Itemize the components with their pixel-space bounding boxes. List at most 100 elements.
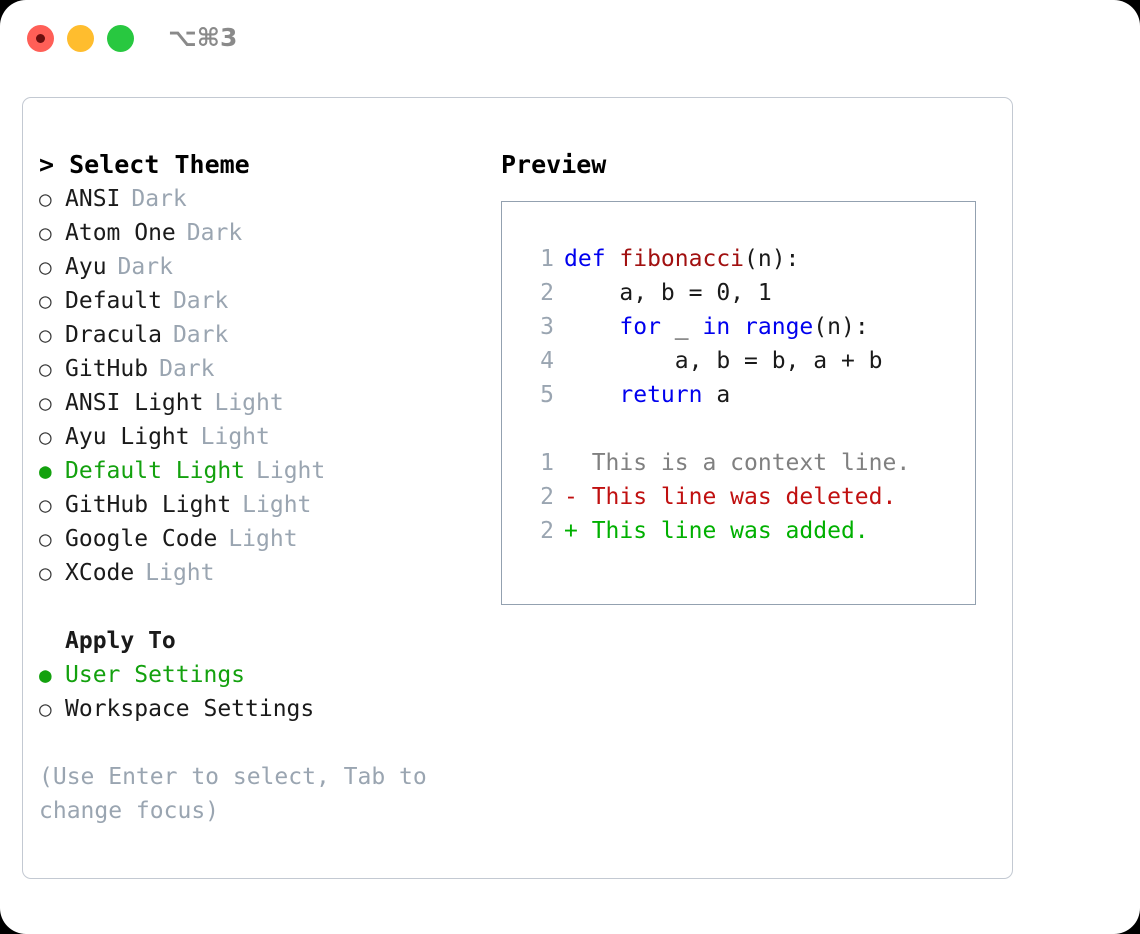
code-token: [564, 378, 619, 412]
diff-text: + This line was added.: [564, 518, 869, 544]
theme-name: Dracula: [65, 322, 162, 348]
code-token: a, b = 0, 1: [564, 280, 772, 306]
window-controls: [27, 25, 134, 52]
line-number: 4: [540, 348, 554, 374]
theme-list-item[interactable]: ○ GitHub Light Light: [39, 488, 489, 522]
theme-variant-tag: Dark: [186, 220, 243, 246]
theme-list-item[interactable]: ○ GitHub Dark: [39, 352, 489, 386]
radio-unselected-icon[interactable]: ○: [39, 493, 52, 517]
theme-list-item[interactable]: ○ Atom One Dark: [39, 216, 489, 250]
line-number: 1: [540, 246, 554, 272]
radio-unselected-icon[interactable]: ○: [39, 255, 52, 279]
radio-unselected-icon[interactable]: ○: [39, 323, 52, 347]
theme-variant-tag: Light: [228, 526, 298, 552]
theme-list-item[interactable]: ○ ANSI Light Light: [39, 386, 489, 420]
line-number: 2: [540, 484, 554, 510]
theme-variant-tag: Light: [145, 560, 215, 586]
code-token: range: [744, 314, 814, 340]
code-line: 5 return a: [520, 378, 975, 412]
maximize-button[interactable]: [107, 25, 134, 52]
line-number: 2: [540, 518, 554, 544]
preview-gap: [520, 412, 975, 446]
apply-to-label: User Settings: [65, 662, 246, 688]
title-bar: ⌥⌘3: [0, 0, 1140, 78]
theme-list-item[interactable]: ○ Ayu Dark: [39, 250, 489, 284]
radio-unselected-icon[interactable]: ○: [39, 221, 52, 245]
radio-unselected-icon[interactable]: ○: [39, 187, 52, 211]
radio-selected-icon[interactable]: ●: [39, 459, 52, 483]
theme-variant-tag: Dark: [159, 356, 215, 382]
code-token: a, b = b, a + b: [564, 348, 883, 374]
radio-unselected-icon[interactable]: ○: [39, 391, 52, 415]
radio-unselected-icon[interactable]: ○: [39, 289, 52, 313]
radio-unselected-icon[interactable]: ○: [39, 697, 52, 721]
apply-to-list: ● User Settings ○ Workspace Settings: [39, 658, 489, 726]
radio-unselected-icon[interactable]: ○: [39, 357, 52, 381]
theme-list-item[interactable]: ○ Google Code Light: [39, 522, 489, 556]
diff-line: 1 This is a context line.: [520, 446, 975, 480]
diff-line: 2 - This line was deleted.: [520, 480, 975, 514]
code-token: def: [564, 246, 620, 272]
theme-name: GitHub Light: [65, 492, 232, 518]
theme-variant-tag: Light: [242, 492, 312, 518]
code-token: a: [702, 382, 731, 408]
apply-to-item[interactable]: ○ Workspace Settings: [39, 692, 489, 726]
line-number: 1: [540, 450, 554, 476]
theme-variant-tag: Dark: [117, 254, 173, 280]
apply-to-item[interactable]: ● User Settings: [39, 658, 489, 692]
diff-text: - This line was deleted.: [564, 484, 897, 510]
theme-name: Default: [65, 288, 162, 314]
radio-selected-icon[interactable]: ●: [39, 663, 52, 687]
theme-variant-tag: Light: [214, 390, 284, 416]
select-theme-heading: > Select Theme: [39, 150, 250, 179]
theme-list-item[interactable]: ○ Default Dark: [39, 284, 489, 318]
apply-to-heading: Apply To: [65, 628, 176, 654]
theme-name: GitHub: [65, 356, 149, 382]
apply-to-label: Workspace Settings: [65, 696, 315, 722]
code-token: return: [619, 382, 703, 408]
theme-variant-tag: Light: [200, 424, 270, 450]
theme-name: XCode: [65, 560, 135, 586]
theme-list-item[interactable]: ○ XCode Light: [39, 556, 489, 590]
line-number: 3: [540, 314, 554, 340]
code-token: for: [619, 314, 661, 340]
theme-name: Ayu: [65, 254, 107, 280]
theme-variant-tag: Light: [256, 458, 326, 484]
theme-name: Atom One: [65, 220, 176, 246]
theme-name: Default Light: [65, 458, 246, 484]
theme-name: ANSI: [65, 186, 121, 212]
close-button[interactable]: [27, 25, 54, 52]
code-line: 4 a, b = b, a + b: [520, 344, 975, 378]
list-spacer: [39, 590, 489, 624]
diff-sample: 1 This is a context line. 2 - This line wa…: [520, 446, 975, 548]
minimize-button[interactable]: [67, 25, 94, 52]
code-token: in: [702, 314, 731, 340]
diff-line: 2 + This line was added.: [520, 514, 975, 548]
keyboard-hint-text: (Use Enter to select, Tab to change focu…: [39, 764, 427, 824]
line-number: 5: [540, 382, 554, 408]
radio-unselected-icon[interactable]: ○: [39, 561, 52, 585]
code-line: 2 a, b = 0, 1: [520, 276, 975, 310]
radio-unselected-icon[interactable]: ○: [39, 425, 52, 449]
radio-unselected-icon[interactable]: ○: [39, 527, 52, 551]
diff-text: This is a context line.: [564, 450, 911, 476]
code-token: (n):: [744, 246, 800, 272]
code-line: 3 for _ in range(n):: [520, 310, 975, 344]
line-number: 2: [540, 280, 554, 306]
theme-name: Google Code: [65, 526, 218, 552]
code-token: [564, 310, 619, 344]
theme-name: ANSI Light: [65, 390, 204, 416]
theme-list-item[interactable]: ● Default Light Light: [39, 454, 489, 488]
theme-variant-tag: Dark: [172, 288, 229, 314]
keyboard-shortcut-label: ⌥⌘3: [168, 23, 238, 52]
